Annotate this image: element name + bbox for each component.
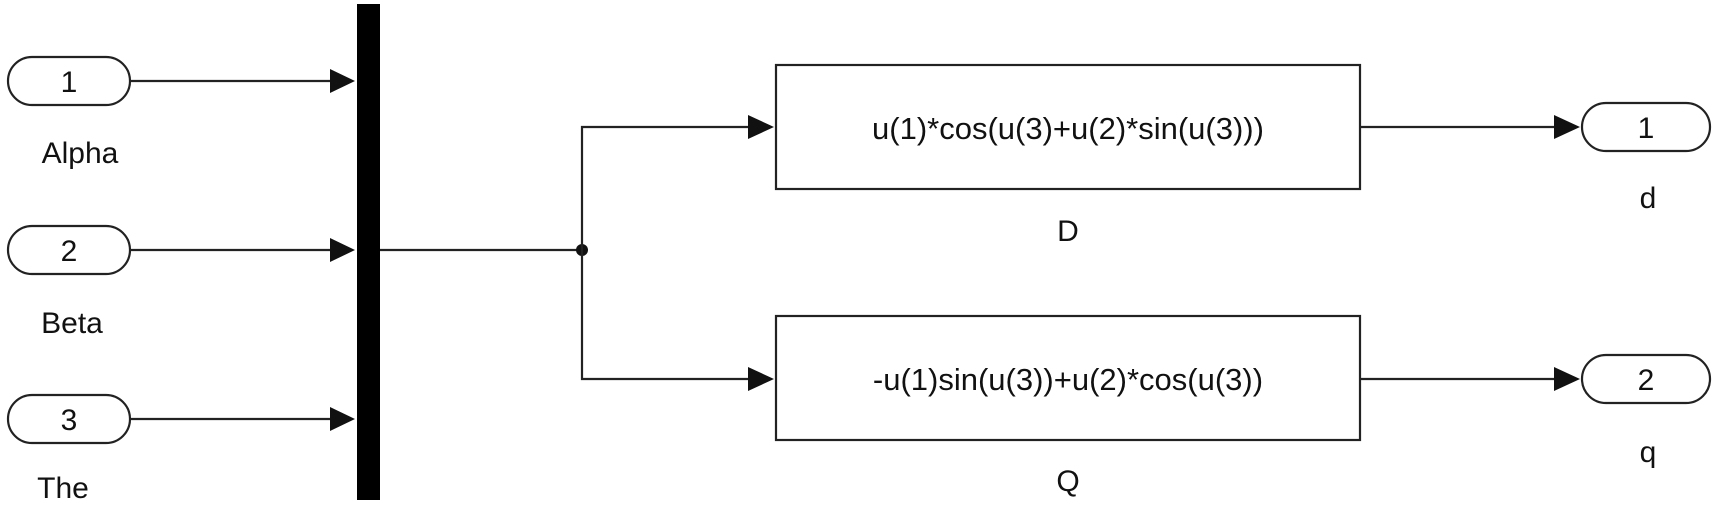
inport-alpha[interactable]: 1 Alpha xyxy=(6,55,132,170)
arrow-the-icon xyxy=(330,407,355,431)
fcn-block-q-label: Q xyxy=(1056,465,1079,498)
inport-2-label: Beta xyxy=(41,307,103,340)
outport-1-label: d xyxy=(1640,182,1657,215)
arrow-beta-icon xyxy=(330,238,355,262)
outport-d[interactable]: 1 d xyxy=(1580,101,1712,215)
arrow-to-d-icon xyxy=(748,115,774,139)
mux-block[interactable] xyxy=(357,4,380,500)
fcn-block-d[interactable]: u(1)*cos(u(3)+u(2)*sin(u(3))) D xyxy=(774,63,1362,248)
outport-1-number: 1 xyxy=(1638,112,1655,145)
fcn-block-q-expression: -u(1)sin(u(3))+u(2)*cos(u(3)) xyxy=(873,362,1263,397)
outport-q[interactable]: 2 q xyxy=(1580,353,1712,469)
arrow-q-out-icon xyxy=(1554,367,1580,391)
inport-3-label: The xyxy=(37,472,89,505)
fcn-block-q[interactable]: -u(1)sin(u(3))+u(2)*cos(u(3)) Q xyxy=(774,314,1362,498)
inport-signal-lines xyxy=(130,69,355,431)
inport-the[interactable]: 3 The xyxy=(6,393,132,505)
inport-1-label: Alpha xyxy=(42,137,119,170)
outport-2-label: q xyxy=(1640,436,1657,469)
inport-3-number: 3 xyxy=(61,404,78,437)
outport-2-number: 2 xyxy=(1638,364,1655,397)
fcn-block-q-shape xyxy=(774,314,1362,442)
outport-1-shape xyxy=(1580,101,1712,153)
inport-2-number: 2 xyxy=(61,235,78,268)
arrow-d-out-icon xyxy=(1554,115,1580,139)
fcn-block-d-expression: u(1)*cos(u(3)+u(2)*sin(u(3))) xyxy=(872,111,1264,146)
arrow-alpha-icon xyxy=(330,69,355,93)
outport-2-shape xyxy=(1580,353,1712,405)
branch-line-d[interactable] xyxy=(580,125,750,250)
fcn-output-lines xyxy=(1360,115,1580,391)
mux-output-lines xyxy=(380,115,774,391)
arrow-to-q-icon xyxy=(748,367,774,391)
inport-1-number: 1 xyxy=(61,66,78,99)
fcn-block-d-label: D xyxy=(1057,215,1079,248)
branch-line-q[interactable] xyxy=(580,250,750,381)
inport-beta[interactable]: 2 Beta xyxy=(6,224,132,340)
